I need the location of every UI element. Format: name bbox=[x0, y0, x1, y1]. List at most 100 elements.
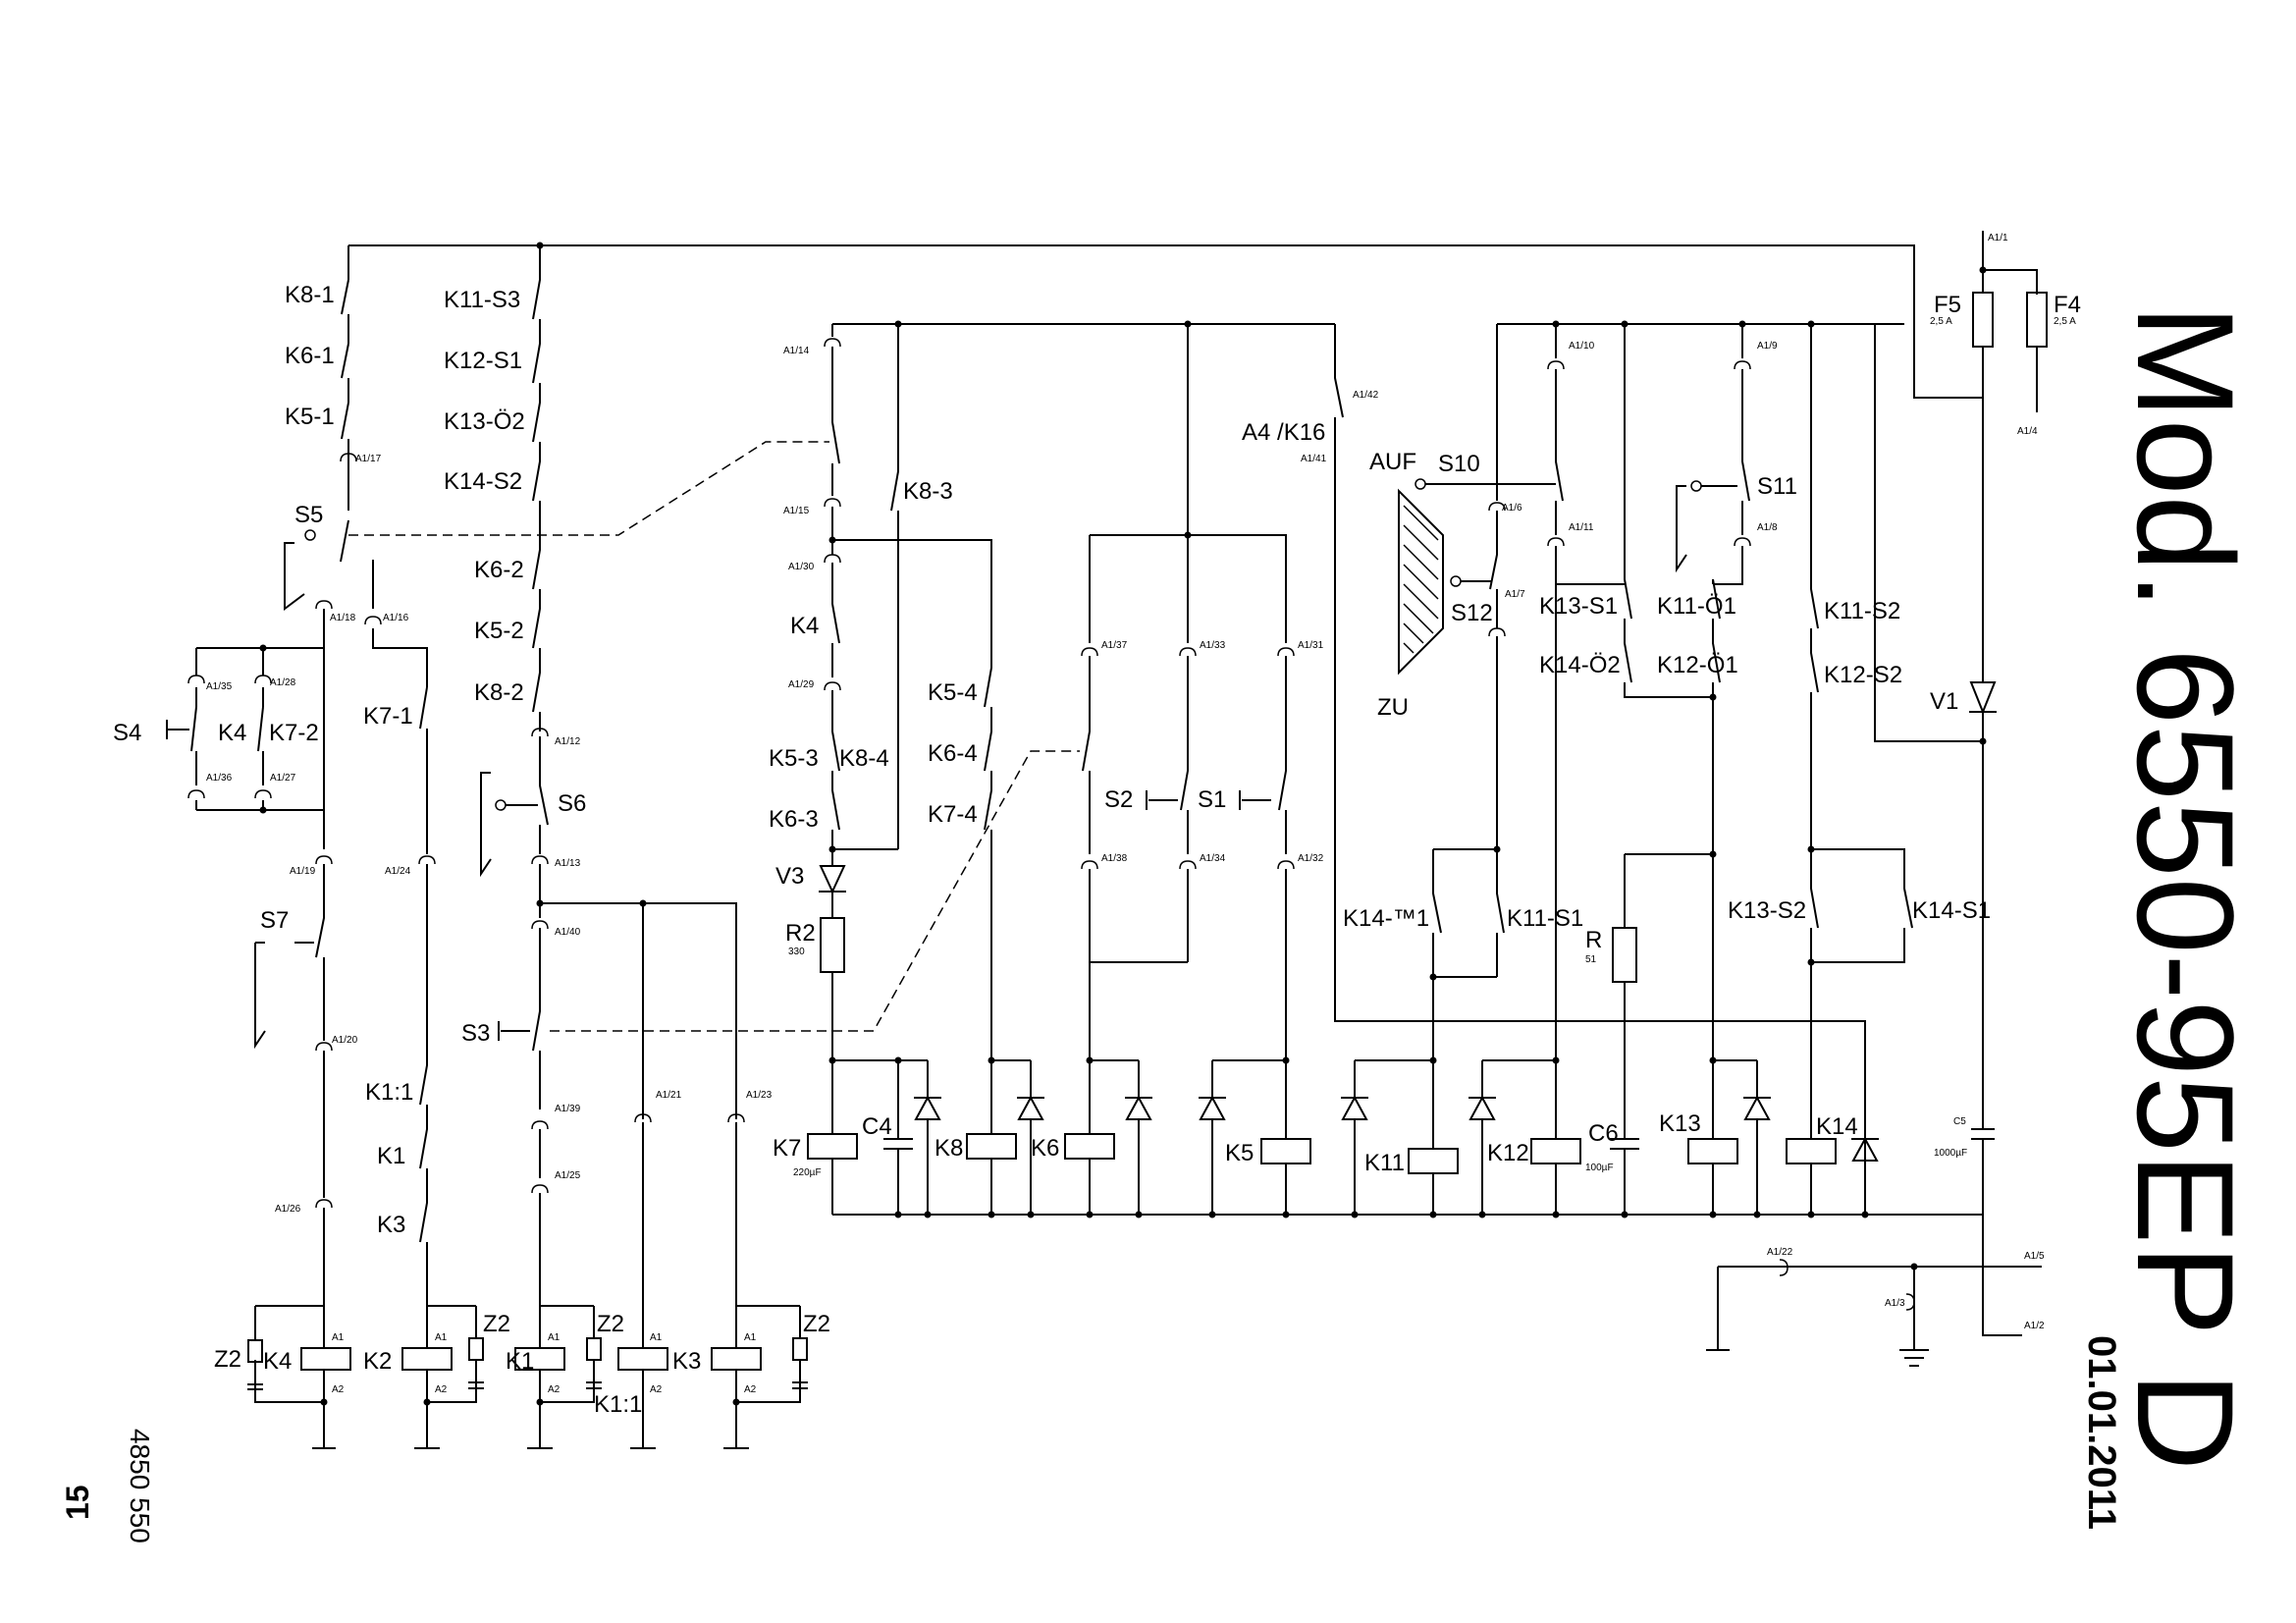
k13-o2-label: K13-Ö2 bbox=[444, 408, 525, 435]
k8-coil-label: K8 bbox=[934, 1135, 963, 1162]
k6-3-label: K6-3 bbox=[769, 806, 819, 833]
pin-label: A1/32 bbox=[1298, 853, 1324, 864]
c4-value: 220µF bbox=[793, 1167, 822, 1178]
k5-4-label: K5-4 bbox=[928, 679, 978, 706]
k6-2-label: K6-2 bbox=[474, 557, 524, 583]
f4-value: 2,5 A bbox=[2054, 316, 2076, 327]
pin-label: A1/21 bbox=[656, 1090, 682, 1101]
a4-k16-label: A4 /K16 bbox=[1242, 419, 1325, 446]
column-k13: A1/9 S11 A1/8 K11-Ö1 K12-Ö1 K13 bbox=[1657, 324, 1797, 1218]
k4-col7-label: K4 bbox=[790, 613, 819, 639]
pin-label: A1/34 bbox=[1200, 853, 1226, 864]
pin-label: A1/37 bbox=[1101, 640, 1128, 651]
pin-label: A1/35 bbox=[206, 681, 233, 692]
zu-label: ZU bbox=[1377, 694, 1409, 721]
column-k8: K8-3 K5-4 K6-4 K7-4 K8 bbox=[890, 324, 1044, 1218]
pin-label: A1/29 bbox=[788, 679, 815, 690]
pin-label: A1/9 bbox=[1757, 341, 1778, 352]
column-k7: A1/14 A1/15 A1/30 K4 A1/29 K5-3 K8-4 K6-… bbox=[769, 320, 1335, 1218]
fuse-f4: F4 2,5 A bbox=[2026, 292, 2081, 412]
k7-4-label: K7-4 bbox=[928, 801, 978, 828]
auf-label: AUF bbox=[1369, 449, 1416, 475]
pin-label: A1/36 bbox=[206, 773, 233, 784]
r2-label: R2 bbox=[785, 920, 816, 947]
k8-1-label: K8-1 bbox=[285, 282, 335, 308]
k1-1-label: K1:1 bbox=[365, 1079, 413, 1106]
v3-label: V3 bbox=[775, 863, 804, 890]
c6-label: C6 bbox=[1588, 1120, 1619, 1147]
k4-contact-label: K4 bbox=[218, 720, 246, 746]
pin-label: A1/42 bbox=[1353, 390, 1379, 401]
s7-label: S7 bbox=[260, 907, 289, 934]
pin-label: A1/8 bbox=[1757, 522, 1778, 533]
pin-label: A1/2 bbox=[2024, 1321, 2045, 1331]
column-k6: A1/37 A1/38 K6 bbox=[1031, 531, 1192, 1218]
c6-value: 100µF bbox=[1585, 1163, 1614, 1173]
s6-label: S6 bbox=[558, 790, 586, 817]
column-k13-k14: A1/10 A1/11 K13-S1 K14-Ö2 K14-™1 K11-S1 … bbox=[1341, 320, 1904, 1218]
pin-label: A2 bbox=[744, 1384, 757, 1395]
k13-coil-label: K13 bbox=[1659, 1110, 1701, 1137]
k14-s2-label: K14-S2 bbox=[444, 468, 522, 495]
k11-s1-label: K11-S1 bbox=[1507, 905, 1583, 932]
right-rail: V1 C5 1000µF A1/5 A1/2 bbox=[1930, 398, 2045, 1336]
pin-label: A1 bbox=[435, 1332, 448, 1343]
k12-s2-label: K12-S2 bbox=[1824, 662, 1902, 688]
s3-label: S3 bbox=[461, 1020, 490, 1047]
switch-s10-s12: AUF ZU S10 S12 A1/6 A1/7 bbox=[1369, 324, 1556, 853]
pin-label: A1/19 bbox=[290, 866, 316, 877]
revision-date: 01.01.2011 bbox=[2080, 1335, 2123, 1530]
k13-s1-label: K13-S1 bbox=[1539, 593, 1618, 620]
k11-s2-label: K11-S2 bbox=[1824, 598, 1900, 624]
z2-label: Z2 bbox=[483, 1311, 510, 1337]
ground-section: A1/22 A1/3 bbox=[1706, 1247, 1983, 1367]
pin-label: A1/12 bbox=[555, 736, 581, 747]
k6-coil-label: K6 bbox=[1031, 1135, 1059, 1162]
k1-label: K1 bbox=[377, 1143, 405, 1169]
pin-label: A1 bbox=[650, 1332, 663, 1343]
k12-coil-label: K12 bbox=[1487, 1140, 1529, 1166]
pin-label: A1/28 bbox=[270, 677, 296, 688]
pin-label: A1/4 bbox=[2017, 426, 2038, 437]
pin-label: A1/41 bbox=[1301, 454, 1327, 464]
c5-value: 1000µF bbox=[1934, 1148, 1967, 1159]
k5-1-label: K5-1 bbox=[285, 404, 335, 430]
pin-label: A1/30 bbox=[788, 562, 815, 572]
pin-label: A1/24 bbox=[385, 866, 411, 877]
pin-label: A1/13 bbox=[555, 858, 581, 869]
pin-label: A2 bbox=[435, 1384, 448, 1395]
s11-label: S11 bbox=[1757, 473, 1797, 500]
r-label: R bbox=[1585, 927, 1602, 953]
column-k4: K8-1 K6-1 K5-1 A1/17 S5 A1/18 A1/35 A1/2… bbox=[113, 245, 382, 1449]
s1-label: S1 bbox=[1198, 786, 1226, 813]
k11-coil-label: K11 bbox=[1364, 1150, 1405, 1176]
k7-coil-label: K7 bbox=[773, 1135, 801, 1162]
pin-label: A1/11 bbox=[1569, 522, 1594, 533]
pin-label: A1/27 bbox=[270, 773, 296, 784]
pin-label: A2 bbox=[332, 1384, 345, 1395]
f5-value: 2,5 A bbox=[1930, 316, 1952, 327]
pin-label: A2 bbox=[650, 1384, 663, 1395]
pin-label: A1/17 bbox=[355, 454, 382, 464]
pin-label: A1/6 bbox=[1502, 503, 1522, 514]
z2-label: Z2 bbox=[597, 1311, 624, 1337]
column-k3: A1/23 K3 A1 A2 Z2 bbox=[672, 1090, 830, 1449]
pin-label: A1/26 bbox=[275, 1204, 301, 1215]
pin-label: A1 bbox=[548, 1332, 561, 1343]
pin-label: A1/7 bbox=[1505, 589, 1525, 600]
f4-label: F4 bbox=[2054, 292, 2081, 318]
s12-label: S12 bbox=[1451, 600, 1493, 626]
pin-label: A1/31 bbox=[1298, 640, 1324, 651]
k5-2-label: K5-2 bbox=[474, 618, 524, 644]
model-title: Mod. 6550-95EP D bbox=[2109, 304, 2263, 1471]
s4-label: S4 bbox=[113, 720, 141, 746]
k11-o1-label: K11-Ö1 bbox=[1657, 593, 1736, 620]
top-rail bbox=[348, 231, 2038, 399]
f5-label: F5 bbox=[1934, 292, 1961, 318]
column-s1-s2: A1/33 S2 A1/34 A1/31 S1 A1/32 K5 bbox=[1104, 324, 1324, 1218]
c5-label: C5 bbox=[1953, 1116, 1966, 1127]
pin-label: A1/18 bbox=[330, 613, 356, 623]
k4-coil-label: K4 bbox=[263, 1348, 292, 1375]
pin-label: A1/16 bbox=[383, 613, 409, 623]
